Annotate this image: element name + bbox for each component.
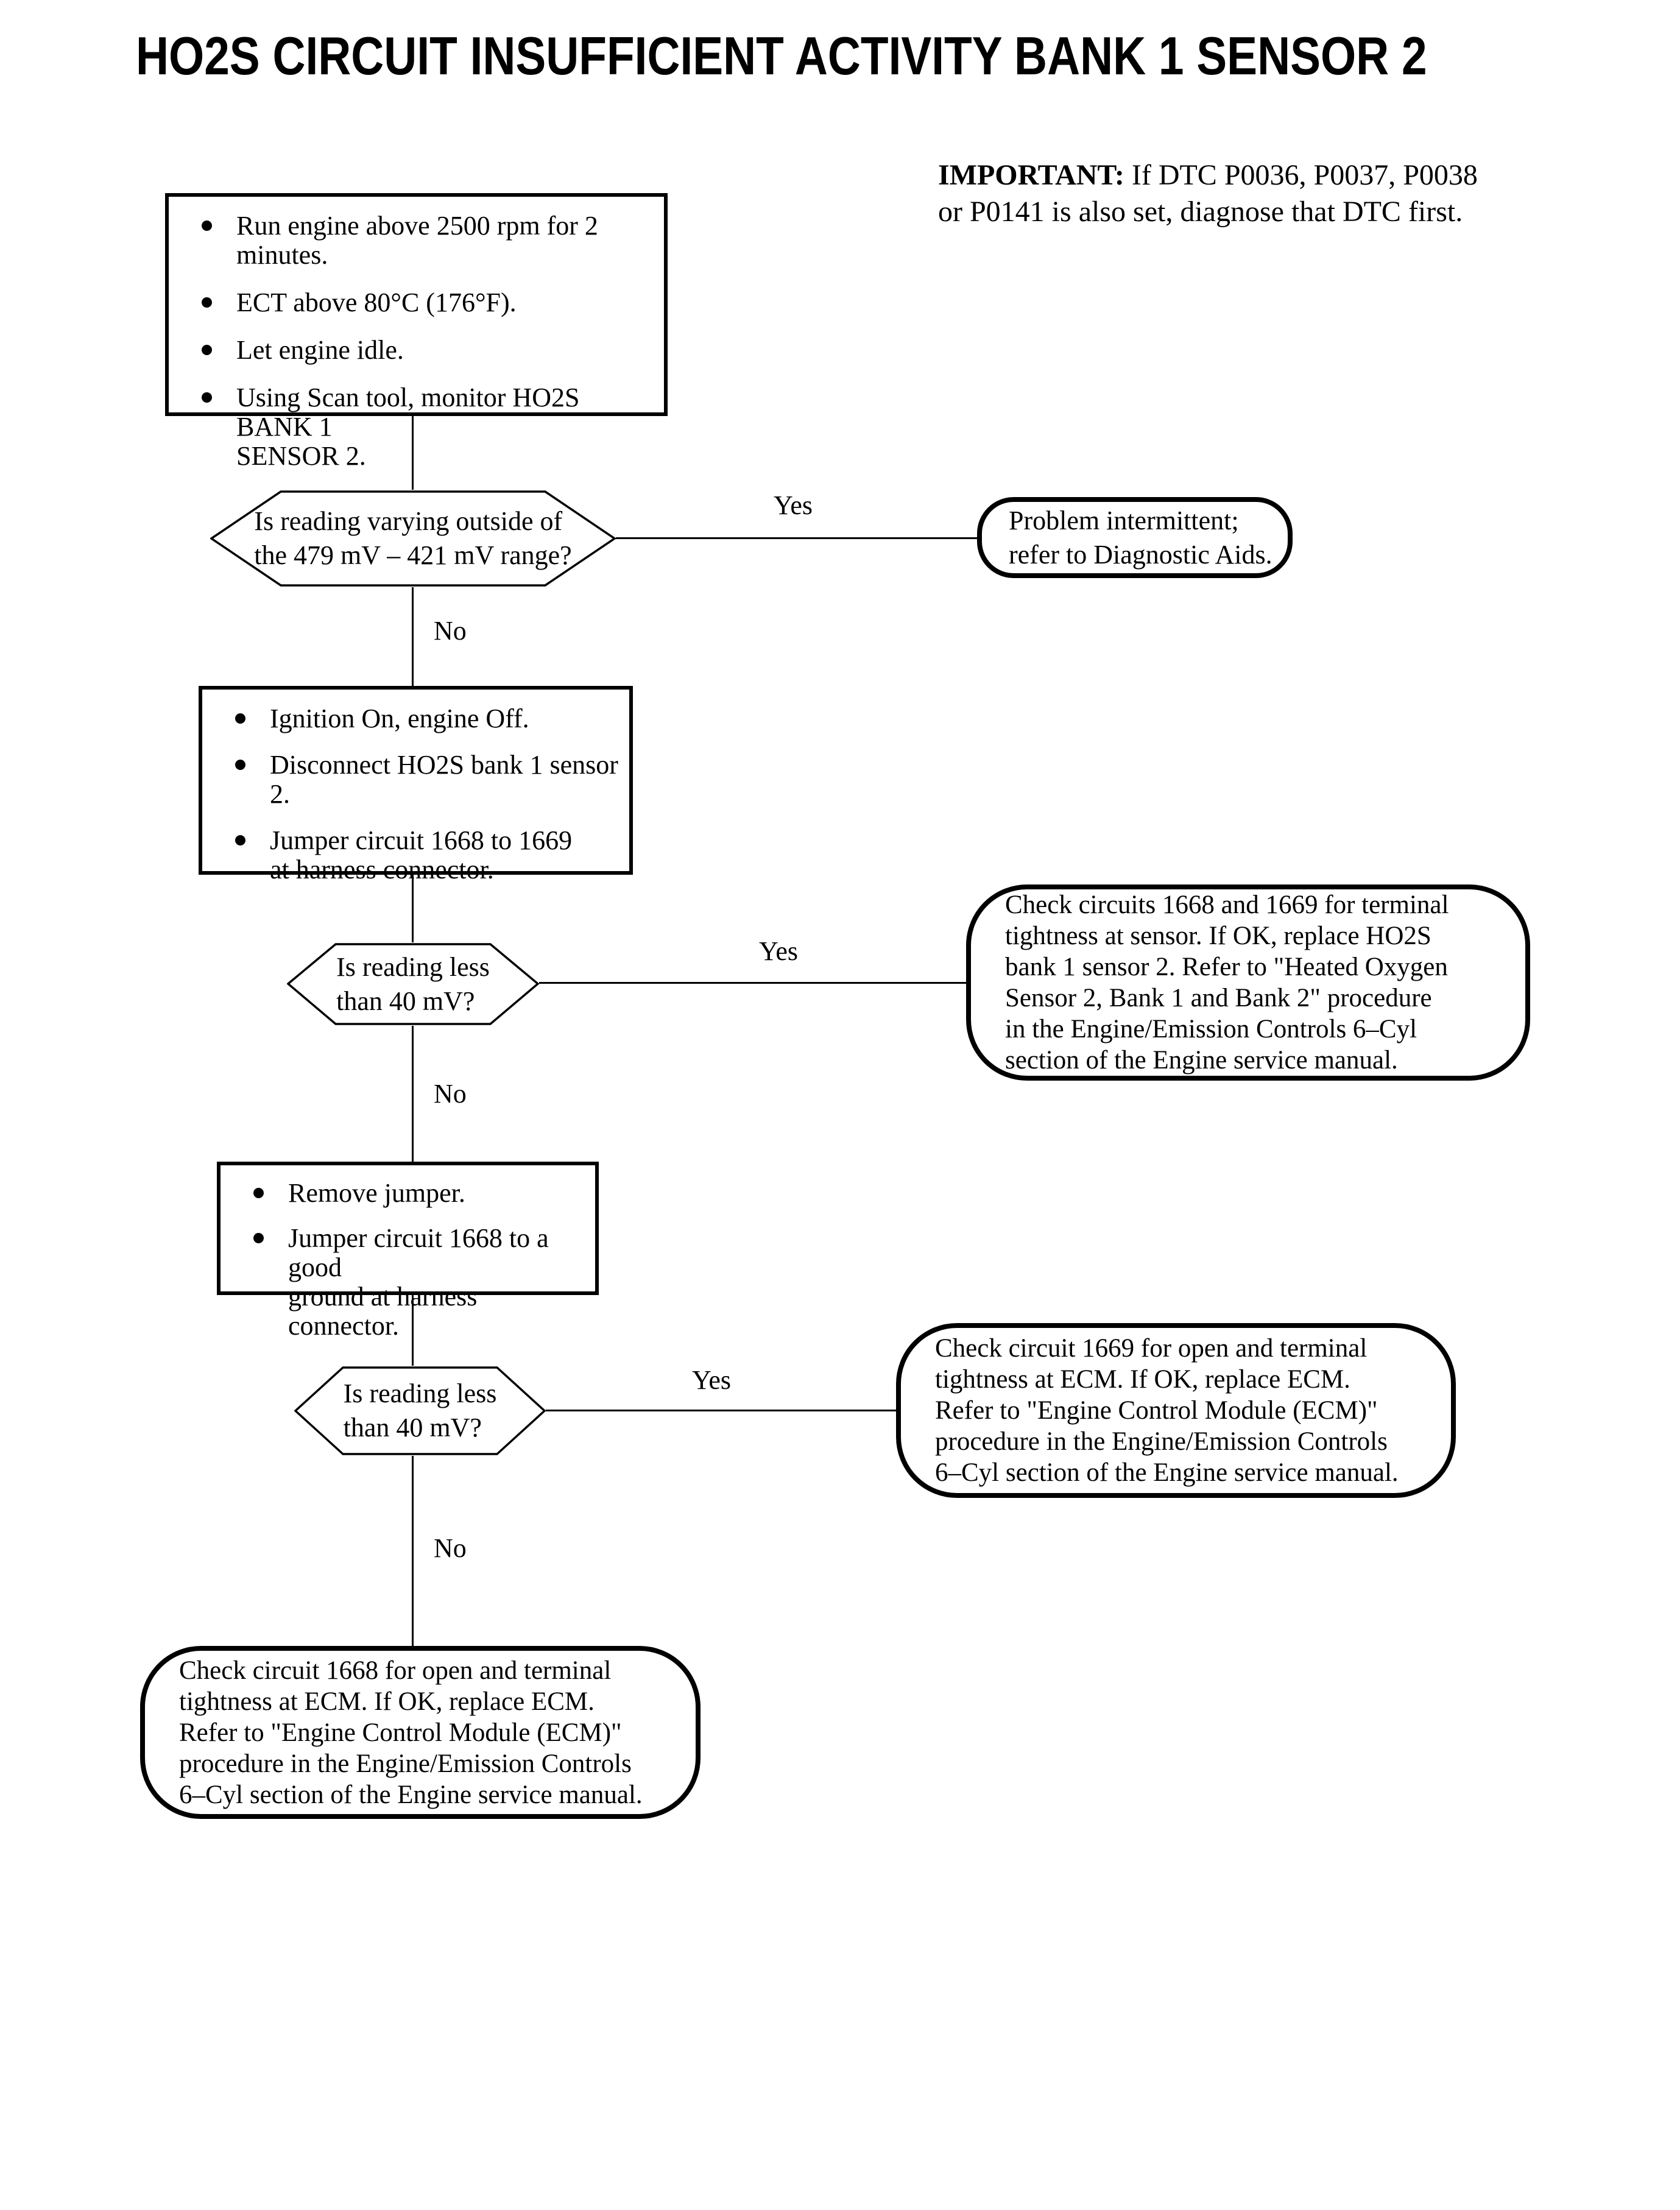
bullet-item: Let engine idle. xyxy=(202,336,655,365)
step-text: ground at harness connector. xyxy=(288,1282,478,1341)
terminal-text: tightness at sensor. If OK, replace HO2S xyxy=(1005,922,1431,950)
bullet-icon xyxy=(253,1188,264,1198)
no-label: No xyxy=(434,1079,467,1109)
bullet-item: ECT above 80°C (176°F). xyxy=(202,288,655,317)
terminal-text: bank 1 sensor 2. Refer to "Heated Oxygen xyxy=(1005,953,1448,981)
step-text: SENSOR 2. xyxy=(236,441,366,471)
terminal-text: Refer to "Engine Control Module (ECM)" xyxy=(935,1396,1378,1425)
terminal-text: tightness at ECM. If OK, replace ECM. xyxy=(935,1365,1350,1394)
bullet-item: Disconnect HO2S bank 1 sensor 2. xyxy=(235,750,621,809)
step-text: Disconnect HO2S bank 1 sensor 2. xyxy=(270,750,618,809)
connector-line xyxy=(546,1410,896,1411)
terminal-text: Refer to "Engine Control Module (ECM)" xyxy=(179,1718,622,1747)
bullet-icon xyxy=(202,345,212,355)
yes-label: Yes xyxy=(692,1365,732,1395)
no-label: No xyxy=(434,1533,467,1563)
no-label: No xyxy=(434,616,467,646)
connector-line xyxy=(412,875,414,942)
important-note-line2: or P0141 is also set, diagnose that DTC … xyxy=(938,196,1463,228)
decision-text: Is reading varying outside of xyxy=(254,506,563,536)
terminal-text: Check circuits 1668 and 1669 for termina… xyxy=(1005,891,1449,919)
decision-reading-40mv-2: Is reading less than 40 mV? xyxy=(294,1366,546,1456)
terminal-check-1668: Check circuit 1668 for open and terminal… xyxy=(140,1646,701,1819)
decision-text: than 40 mV? xyxy=(343,1413,482,1442)
connector-line xyxy=(412,587,414,686)
terminal-text: 6–Cyl section of the Engine service manu… xyxy=(935,1458,1399,1487)
decision-reading-range: Is reading varying outside of the 479 mV… xyxy=(210,490,616,587)
terminal-text: in the Engine/Emission Controls 6–Cyl xyxy=(1005,1015,1417,1043)
important-text-1: If DTC P0036, P0037, P0038 xyxy=(1131,159,1478,191)
bullet-item: Ignition On, engine Off. xyxy=(235,704,621,733)
start-instructions-box: Run engine above 2500 rpm for 2 minutes.… xyxy=(165,193,668,471)
bullet-item: Run engine above 2500 rpm for 2 minutes. xyxy=(202,211,655,270)
step-text: Let engine idle. xyxy=(236,335,404,365)
terminal-check-1669: Check circuit 1669 for open and terminal… xyxy=(896,1323,1456,1498)
bullet-icon xyxy=(235,713,245,724)
bullet-item: Using Scan tool, monitor HO2S BANK 1 SEN… xyxy=(202,383,655,471)
step-text: Using Scan tool, monitor HO2S BANK 1 xyxy=(236,383,580,442)
terminal-text: procedure in the Engine/Emission Control… xyxy=(179,1749,632,1778)
step-text: Run engine above 2500 rpm for 2 minutes. xyxy=(236,211,598,270)
instructions-box-3: Remove jumper. Jumper circuit 1668 to a … xyxy=(217,1162,599,1341)
decision-text: Is reading less xyxy=(336,951,490,982)
hexagon-shape xyxy=(287,943,539,1025)
connector-line xyxy=(412,1295,414,1366)
instructions-box-2: Ignition On, engine Off. Disconnect HO2S… xyxy=(199,686,633,884)
important-note: IMPORTANT: If DTC P0036, P0037, P0038 or… xyxy=(938,157,1620,230)
important-note-line1: IMPORTANT: If DTC P0036, P0037, P0038 xyxy=(938,157,1620,194)
terminal-text: refer to Diagnostic Aids. xyxy=(1009,539,1272,570)
connector-line xyxy=(616,537,977,539)
decision-text: Is reading less xyxy=(343,1379,497,1408)
step-text: Ignition On, engine Off. xyxy=(270,704,529,733)
terminal-text: procedure in the Engine/Emission Control… xyxy=(935,1427,1388,1456)
connector-line xyxy=(539,982,966,984)
bullet-item: Jumper circuit 1668 to a good ground at … xyxy=(253,1224,587,1341)
bullet-icon xyxy=(202,221,212,231)
terminal-text: section of the Engine service manual. xyxy=(1005,1046,1398,1075)
step-text: ECT above 80°C (176°F). xyxy=(236,288,517,317)
decision-text: than 40 mV? xyxy=(336,986,475,1016)
step-text: Jumper circuit 1668 to a good xyxy=(288,1223,549,1282)
decision-text: the 479 mV – 421 mV range? xyxy=(254,540,572,570)
bullet-icon xyxy=(235,835,245,846)
yes-label: Yes xyxy=(774,490,813,520)
bullet-icon xyxy=(253,1233,264,1243)
bullet-icon xyxy=(202,392,212,403)
bullet-item: Jumper circuit 1668 to 1669 at harness c… xyxy=(235,826,621,884)
connector-line xyxy=(412,416,414,490)
page-title: HO2S CIRCUIT INSUFFICIENT ACTIVITY BANK … xyxy=(136,26,1427,86)
bullet-icon xyxy=(235,760,245,770)
hexagon-shape xyxy=(294,1366,546,1455)
terminal-replace-ho2s: Check circuits 1668 and 1669 for termina… xyxy=(966,884,1530,1081)
terminal-text: 6–Cyl section of the Engine service manu… xyxy=(179,1780,643,1809)
step-text: at harness connector. xyxy=(270,855,494,884)
bullet-item: Remove jumper. xyxy=(253,1179,587,1208)
important-label: IMPORTANT: xyxy=(938,159,1124,191)
terminal-text: Sensor 2, Bank 1 and Bank 2" procedure xyxy=(1005,984,1432,1012)
terminal-text: tightness at ECM. If OK, replace ECM. xyxy=(179,1687,595,1716)
connector-line xyxy=(412,1026,414,1162)
terminal-text: Check circuit 1669 for open and terminal xyxy=(935,1334,1368,1363)
step-text: Remove jumper. xyxy=(288,1178,465,1208)
terminal-text: Problem intermittent; xyxy=(1009,505,1239,535)
hexagon-shape xyxy=(210,490,616,587)
decision-reading-40mv-1: Is reading less than 40 mV? xyxy=(287,942,539,1026)
bullet-icon xyxy=(202,297,212,308)
connector-line xyxy=(412,1456,414,1646)
terminal-text: Check circuit 1668 for open and terminal xyxy=(179,1656,612,1685)
step-text: Jumper circuit 1668 to 1669 xyxy=(270,825,573,855)
terminal-intermittent: Problem intermittent; refer to Diagnosti… xyxy=(977,497,1293,578)
yes-label: Yes xyxy=(759,936,799,966)
